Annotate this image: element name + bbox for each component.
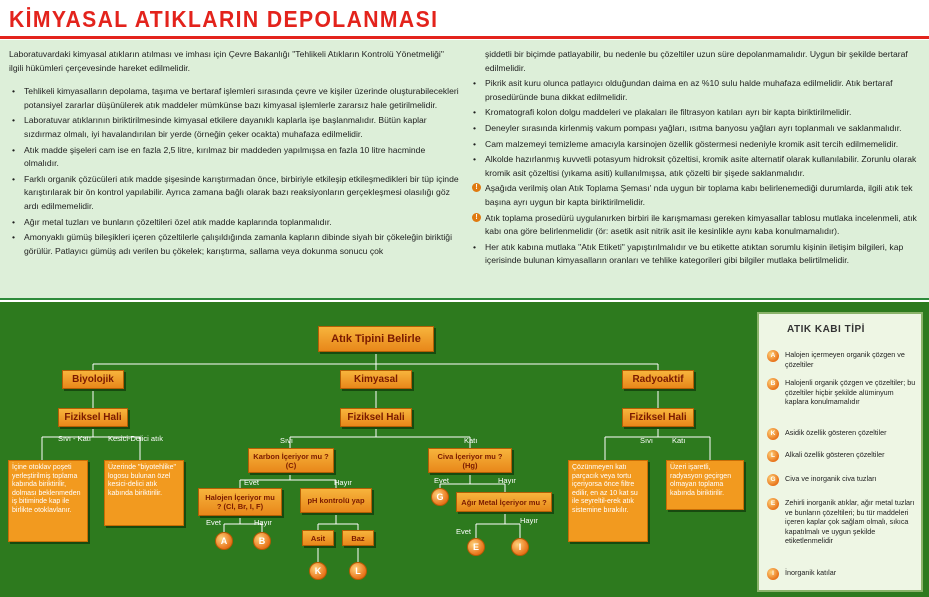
- legend-text: Halojenli organik çözgen ve çözeltiler; …: [785, 378, 916, 406]
- list-item: Alkolde hazırlanmış kuvvetli potasyum hi…: [470, 153, 920, 180]
- circle-i: I: [511, 538, 529, 556]
- title-rule: [0, 36, 929, 39]
- legend-text: İnorganik katılar: [785, 568, 837, 577]
- kim-kati-label: Katı: [464, 436, 478, 445]
- list-item: Ağır metal tuzları ve bunların çözeltile…: [9, 216, 459, 230]
- warning-icon: !: [472, 183, 481, 193]
- legend-code: K: [767, 428, 779, 440]
- legend-code: B: [767, 378, 779, 390]
- legend-title: ATIK KABI TİPİ: [787, 324, 865, 335]
- right-column: şiddetli bir biçimde patlayabilir, bu ne…: [470, 48, 920, 270]
- list-item-text: Cam malzemeyi temizleme amacıyla karsino…: [485, 138, 899, 149]
- legend-code: A: [767, 350, 779, 362]
- list-item: Pikrik asit kuru olunca patlayıcı olduğu…: [470, 77, 920, 104]
- bio-fiziksel-node: Fiziksel Hali: [58, 408, 128, 427]
- legend-text: Alkali özellik gösteren çözeltiler: [785, 450, 885, 459]
- baz-node: Baz: [342, 530, 374, 546]
- list-item-text: Deneyler sırasında kirlenmiş vakum pompa…: [485, 122, 902, 133]
- rad-fiziksel-node: Fiziksel Hali: [622, 408, 694, 427]
- circle-l: L: [349, 562, 367, 580]
- agir-hayir-label: Hayır: [520, 516, 538, 525]
- legend-text: Civa ve inorganik civa tuzları: [785, 474, 877, 483]
- karbon-evet-label: Evet: [244, 478, 260, 487]
- circle-a: A: [215, 532, 233, 550]
- civa-evet-label: Evet: [434, 476, 450, 485]
- page-title: KİMYASAL ATIKLARIN DEPOLANMASI: [9, 6, 439, 32]
- text-panel: Laboratuvardaki kimyasal atıkların atılm…: [0, 40, 929, 300]
- legend-text: Halojen içermeyen organik çözgen ve çöze…: [785, 350, 905, 369]
- continuation-text: şiddetli bir biçimde patlayabilir, bu ne…: [485, 49, 908, 73]
- asit-node: Asit: [302, 530, 334, 546]
- civa-node: Civa İçeriyor mu ? (Hg): [428, 448, 512, 473]
- list-item: ! Aşağıda verilmiş olan Atık Toplama Şema…: [470, 182, 920, 209]
- title-bar: KİMYASAL ATIKLARIN DEPOLANMASI: [0, 0, 929, 40]
- agir-metal-node: Ağır Metal İçeriyor mu ?: [456, 492, 552, 512]
- kimyasal-node: Kimyasal: [340, 370, 412, 389]
- list-item: Tehlikeli kimyasalların depolama, taşıma…: [9, 85, 459, 112]
- halojen-node: Halojen İçeriyor mu ? (Cl, Br, I, F): [198, 488, 282, 516]
- connector-lines: [41, 352, 711, 562]
- kesici-label: Kesici-Delici atık: [108, 434, 164, 443]
- left-list: Tehlikeli kimyasalların depolama, taşıma…: [9, 85, 459, 258]
- list-item-text: Aşağıda verilmiş olan Atık Toplama Şemas…: [485, 183, 913, 207]
- list-item-text: Kromatografi kolon dolgu maddeleri ve pl…: [485, 107, 852, 118]
- list-item: Farklı organik çözücüleri atık madde şiş…: [9, 173, 459, 214]
- list-item: Her atık kabına mutlaka "Atık Etiketi" y…: [470, 241, 920, 268]
- list-item: Amonyaklı gümüş bileşikleri içeren çözel…: [9, 231, 459, 258]
- list-item-text: Her atık kabına mutlaka "Atık Etiketi" y…: [485, 241, 904, 266]
- list-item: ! Atık toplama prosedürü uygulanırken bir…: [470, 212, 920, 239]
- container-type-legend: ATIK KABI TİPİ A Halojen içermeyen organ…: [757, 312, 923, 592]
- rad-desc-solid: Üzeri işaretli, radyasyon geçirgen olmay…: [666, 460, 744, 510]
- list-item-text: Pikrik asit kuru olunca patlayıcı olduğu…: [485, 78, 893, 102]
- list-item: Cam malzemeyi temizleme amacıyla karsino…: [470, 138, 920, 152]
- halojen-hayir-label: Hayır: [254, 518, 272, 527]
- rad-kati-label: Katı: [672, 436, 686, 445]
- kim-fiziksel-node: Fiziksel Hali: [340, 408, 412, 427]
- waste-flow-diagram: Atık Tipini Belirle Biyolojik Kimyasal R…: [0, 302, 929, 597]
- warning-icon: !: [472, 212, 481, 222]
- rad-sivi-label: Sıvı: [640, 436, 653, 445]
- list-item: Kromatografi kolon dolgu maddeleri ve pl…: [470, 106, 920, 120]
- legend-code: G: [767, 474, 779, 486]
- rad-desc-liquid: Çözünmeyen katı parçacık veya tortu içer…: [568, 460, 648, 542]
- halojen-evet-label: Evet: [206, 518, 222, 527]
- karbon-hayir-label: Hayır: [334, 478, 352, 487]
- list-item-text: Alkolde hazırlanmış kuvvetli potasyum hi…: [485, 154, 917, 178]
- circle-e: E: [467, 538, 485, 556]
- legend-code: E: [767, 498, 779, 510]
- radyoaktif-node: Radyoaktif: [622, 370, 694, 389]
- list-item: Atık madde şişeleri cam ise en fazla 2,5…: [9, 144, 459, 171]
- circle-b: B: [253, 532, 271, 550]
- legend-text: Zehirli inorganik atıklar, ağır metal tu…: [785, 498, 915, 545]
- legend-text: Asidik özellik gösteren çözeltiler: [785, 428, 887, 437]
- civa-hayir-label: Hayır: [498, 476, 516, 485]
- karbon-node: Karbon İçeriyor mu ? (C): [248, 448, 334, 473]
- sivi-kati-label: Sıvı - Katı: [58, 434, 91, 443]
- list-item: Deneyler sırasında kirlenmiş vakum pompa…: [470, 122, 920, 136]
- left-column: Laboratuvardaki kimyasal atıkların atılm…: [9, 48, 459, 260]
- bio-desc-liquid: İçine otoklav poşeti yerleştirilmiş topl…: [8, 460, 88, 542]
- kim-sivi-label: Sıvı: [280, 436, 293, 445]
- intro-paragraph: Laboratuvardaki kimyasal atıkların atılm…: [9, 49, 444, 73]
- biyolojik-node: Biyolojik: [62, 370, 124, 389]
- legend-code: L: [767, 450, 779, 462]
- agir-evet-label: Evet: [456, 527, 472, 536]
- list-item: Laboratuvar atıklarının biriktirilmesind…: [9, 114, 459, 141]
- ph-node: pH kontrolü yap: [300, 488, 372, 513]
- legend-code: I: [767, 568, 779, 580]
- list-item-text: Atık toplama prosedürü uygulanırken birb…: [485, 212, 917, 237]
- right-list: şiddetli bir biçimde patlayabilir, bu ne…: [470, 48, 920, 268]
- circle-k: K: [309, 562, 327, 580]
- root-node: Atık Tipini Belirle: [318, 326, 434, 352]
- circle-g: G: [431, 488, 449, 506]
- bio-desc-sharps: Üzerinde "biyotehlike" logosu bulunan öz…: [104, 460, 184, 526]
